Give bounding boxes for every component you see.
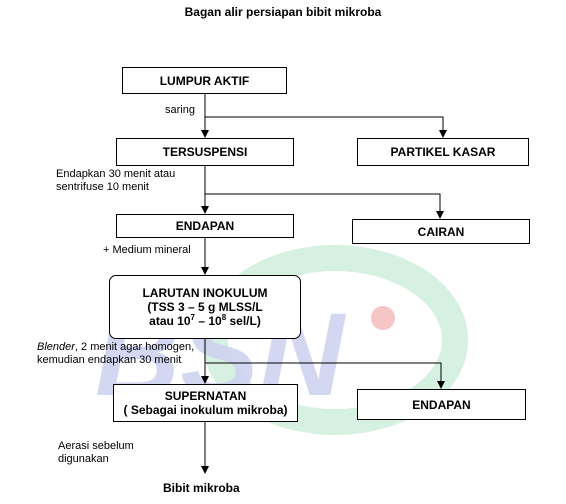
watermark-green-arc [202, 245, 468, 435]
supernatan-line2: ( Sebagai inokulum mikroba) [123, 403, 288, 417]
node-lumpur-aktif: LUMPUR AKTIF [122, 67, 287, 94]
node-lumpur-aktif-label: LUMPUR AKTIF [159, 73, 250, 88]
node-cairan: CAIRAN [352, 219, 530, 244]
note-medium-mineral: + Medium mineral [103, 244, 191, 256]
note-aerasi: Aerasi sebelum digunakan [58, 440, 134, 465]
node-endapan-2: ENDAPAN [357, 389, 526, 420]
larutan-line1: LARUTAN INOKULUM [142, 286, 268, 300]
note-endapkan: Endapkan 30 menit atau sentrifuse 10 men… [56, 168, 176, 193]
arrow-to-cairan [205, 193, 444, 219]
arrow-to-partikel-kasar [205, 116, 447, 138]
node-endapan-2-label: ENDAPAN [412, 397, 471, 412]
larutan-line3: atau 107 – 108 sel/L) [149, 313, 261, 329]
node-larutan-inokulum: LARUTAN INOKULUM (TSS 3 – 5 g MLSS/L ata… [109, 275, 301, 339]
node-tersuspensi-label: TERSUSPENSI [162, 145, 248, 159]
node-partikel-kasar: PARTIKEL KASAR [357, 138, 529, 166]
node-endapan-label: ENDAPAN [175, 219, 235, 233]
note-blender: Blender, 2 menit agar homogen, kemudian … [37, 341, 195, 366]
arrow-to-endapan-2 [205, 362, 445, 389]
note-saring: saring [165, 104, 195, 116]
node-cairan-label: CAIRAN [417, 224, 465, 239]
node-endapan: ENDAPAN [116, 214, 294, 238]
supernatan-line1: SUPERNATAN [164, 389, 247, 403]
watermark-pink-dot [371, 306, 395, 330]
node-tersuspensi: TERSUSPENSI [116, 138, 294, 166]
chart-title: Bagan alir persiapan bibit mikroba [184, 5, 382, 19]
node-partikel-kasar-label: PARTIKEL KASAR [390, 145, 496, 159]
larutan-line2: (TSS 3 – 5 g MLSS/L [147, 300, 263, 314]
node-supernatan: SUPERNATAN ( Sebagai inokulum mikroba) [113, 384, 298, 422]
final-output-label: Bibit mikroba [163, 481, 240, 495]
